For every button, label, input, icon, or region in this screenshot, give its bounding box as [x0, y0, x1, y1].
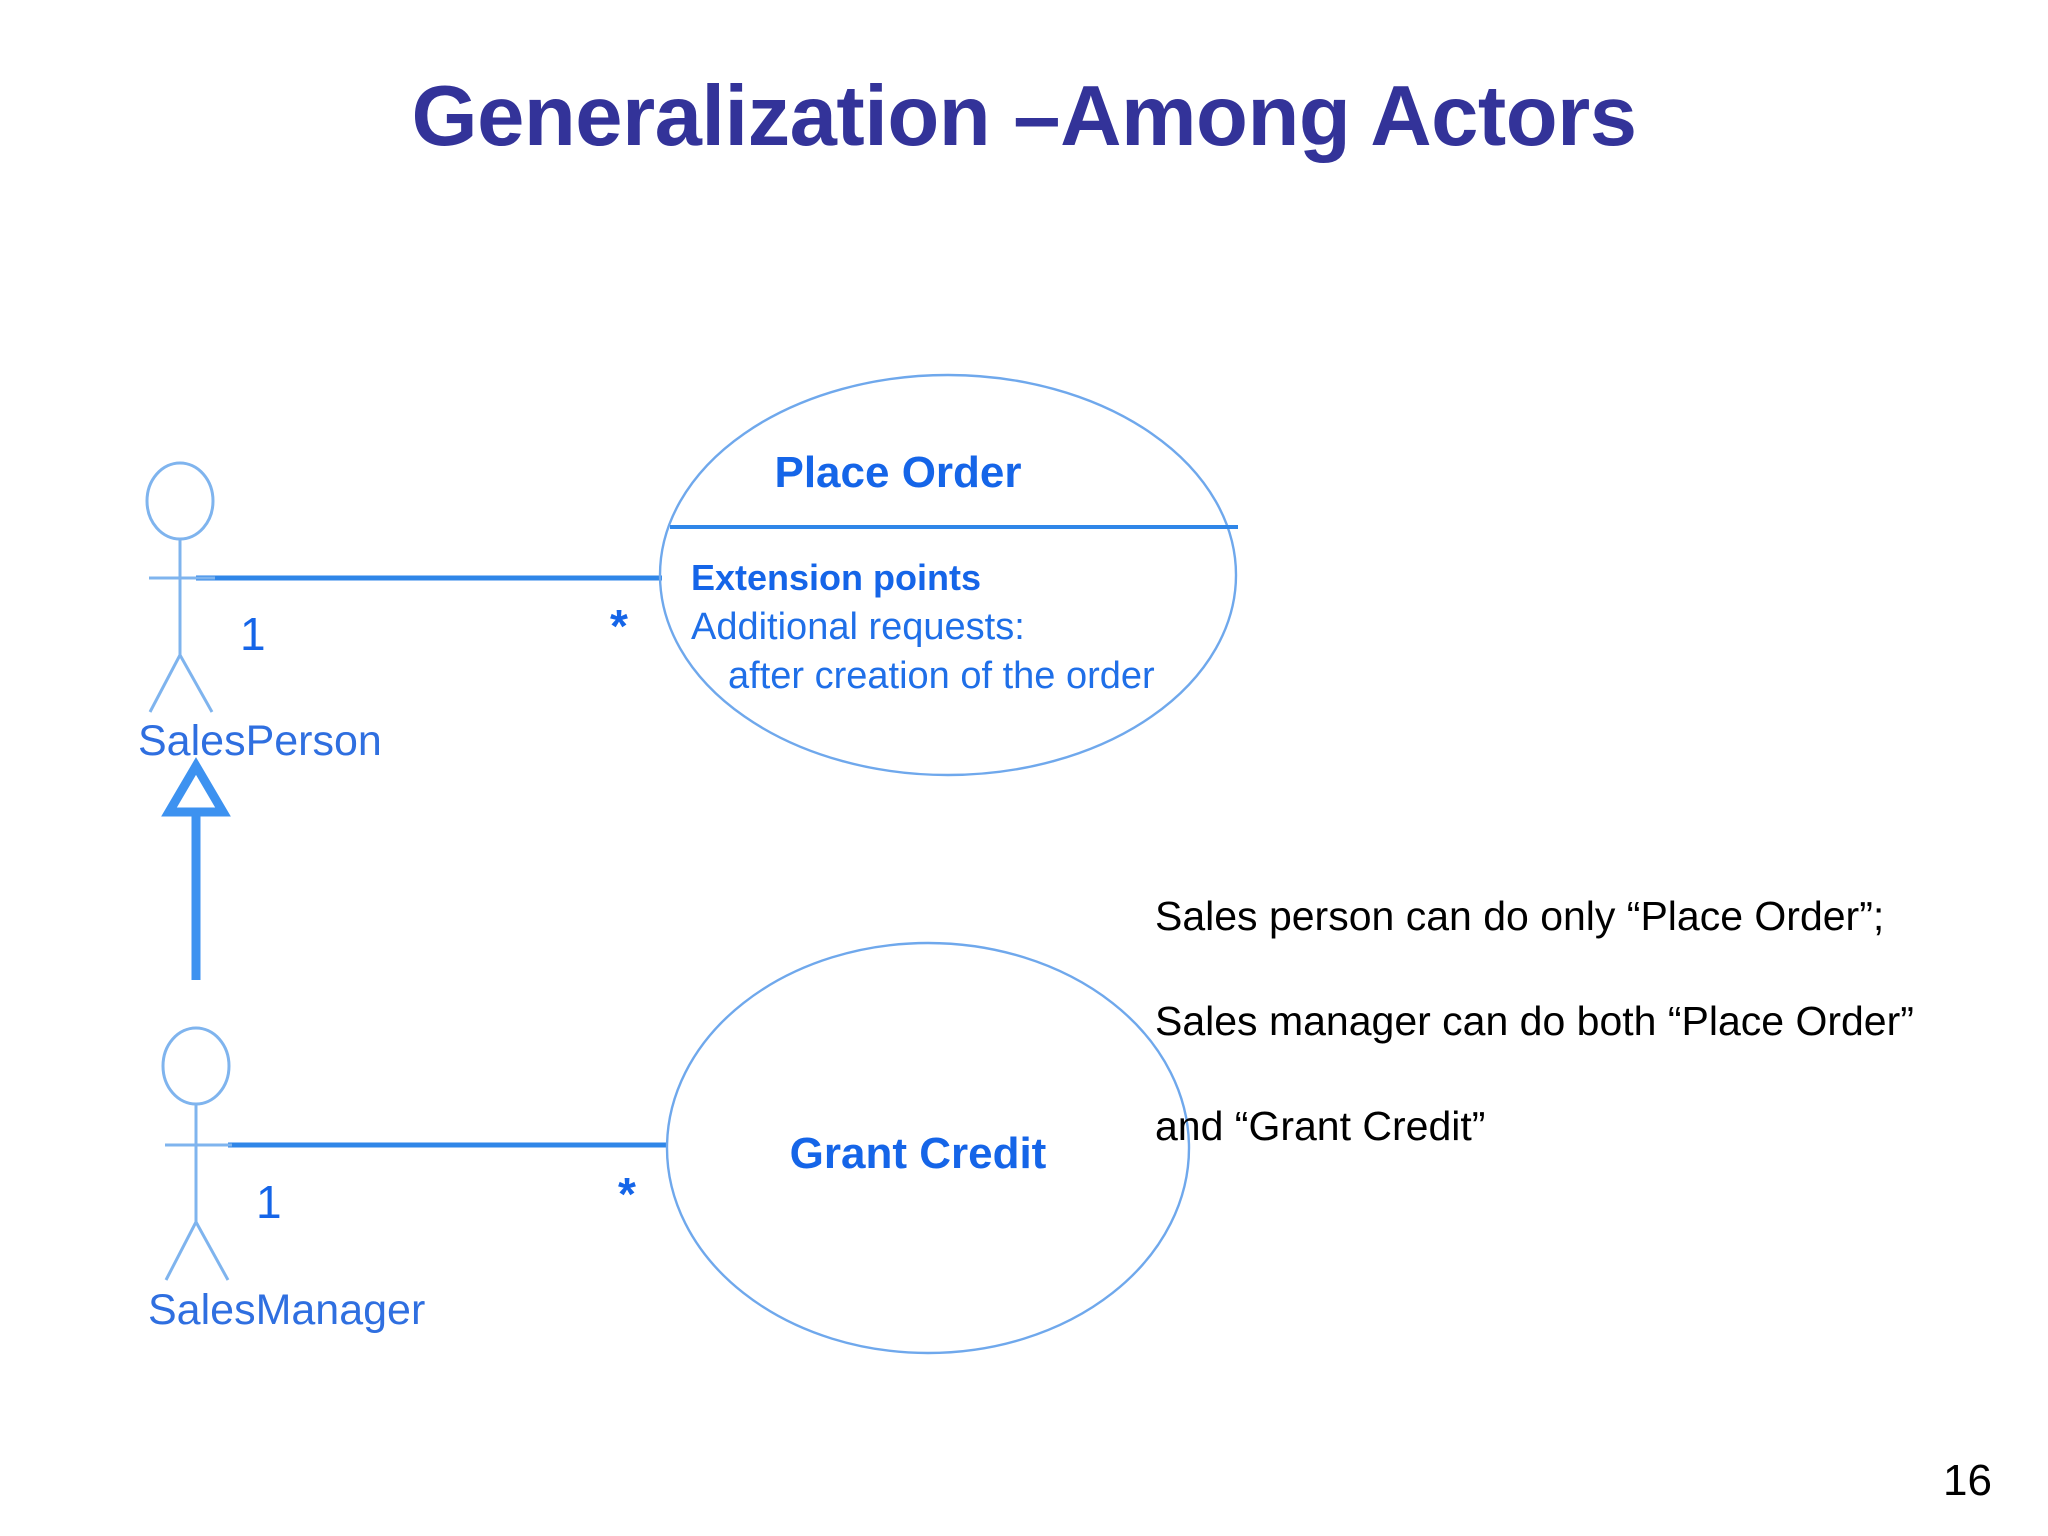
use-case-grant-credit[interactable]: Grant Credit	[665, 941, 1191, 1355]
multiplicity-grant-credit: *	[618, 1168, 636, 1220]
multiplicity-salesmanager: 1	[256, 1176, 282, 1228]
generalization-arrow[interactable]	[161, 757, 231, 980]
actor-head-icon	[145, 461, 215, 541]
use-case-title-place-order: Place Order	[774, 448, 1021, 497]
multiplicity-salesperson: 1	[240, 608, 266, 660]
note-line-3: and “Grant Credit”	[1155, 1103, 1486, 1150]
explanatory-note: Sales person can do only “Place Order”; …	[1155, 838, 1955, 1205]
extension-point-line-2: after creation of the order	[728, 655, 1155, 697]
use-case-title-grant-credit: Grant Credit	[790, 1129, 1047, 1178]
actor-leg-left-icon	[164, 1221, 198, 1281]
page-title: Generalization –Among Actors	[411, 69, 1637, 164]
note-line-2: Sales manager can do both “Place Order”	[1155, 998, 1914, 1045]
actor-head-icon	[161, 1026, 231, 1106]
actor-label-salesperson: SalesPerson	[138, 717, 382, 765]
actor-leg-right-icon	[178, 654, 214, 713]
use-case-ellipse	[665, 941, 1191, 1355]
actor-leg-right-icon	[194, 1221, 230, 1281]
extension-points-heading: Extension points	[691, 557, 981, 598]
actor-salesperson[interactable]: SalesPerson	[138, 461, 382, 765]
actor-label-salesmanager: SalesManager	[148, 1286, 425, 1334]
use-case-ellipse	[658, 373, 1238, 777]
use-case-place-order[interactable]: Place Order Extension points Additional …	[658, 373, 1238, 777]
generalization-triangle-icon	[161, 757, 231, 817]
extension-point-line-1: Additional requests:	[691, 606, 1025, 648]
actor-salesmanager[interactable]: SalesManager	[148, 1026, 425, 1334]
note-line-1: Sales person can do only “Place Order”;	[1155, 893, 1885, 940]
multiplicity-place-order: *	[610, 600, 628, 652]
page-number: 16	[1943, 1456, 1992, 1505]
actor-leg-left-icon	[148, 654, 182, 713]
